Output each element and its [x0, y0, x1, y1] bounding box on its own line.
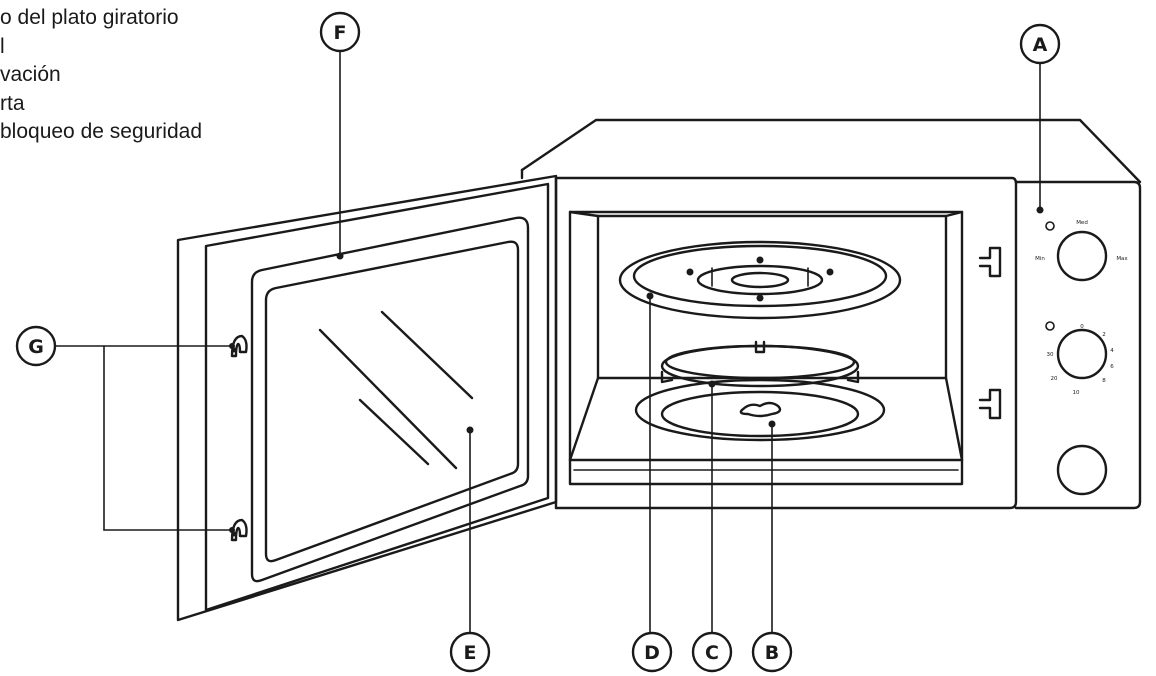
callout-label: E	[464, 642, 477, 664]
callout-label: D	[644, 642, 660, 664]
timer-label: 30	[1047, 352, 1054, 358]
roller-ring	[660, 340, 860, 388]
timer-label: 6	[1110, 364, 1114, 370]
callout-label: C	[705, 642, 719, 664]
callout-c: C	[691, 631, 733, 673]
parts-legend: o del plato giratorio l vación rta bloqu…	[0, 4, 202, 147]
timer-label: 8	[1102, 378, 1106, 384]
legend-item: l	[0, 34, 5, 58]
leader-lines	[55, 51, 1044, 635]
callout-e: E	[449, 631, 491, 673]
legend-item: vación	[0, 63, 61, 86]
power-label-med: Med	[1076, 220, 1088, 226]
door-latch-receivers	[978, 246, 1002, 420]
callout-label: F	[334, 22, 347, 44]
callout-b: B	[751, 631, 793, 673]
power-label-max: Max	[1116, 256, 1128, 262]
callout-label: B	[765, 642, 779, 664]
callout-label: G	[28, 336, 44, 358]
legend-item: o del plato giratorio	[0, 6, 179, 29]
callout-d: D	[631, 631, 673, 673]
control-panel: Med Min Max 0 2 4 6 8 10 20 30	[1035, 220, 1128, 496]
timer-label: 10	[1073, 390, 1080, 396]
glass-tray	[618, 240, 902, 320]
timer-label: 2	[1102, 332, 1106, 338]
callout-label: A	[1033, 34, 1048, 56]
timer-label: 20	[1051, 376, 1058, 382]
callout-f: F	[319, 11, 361, 53]
safety-interlock-hooks	[230, 334, 248, 542]
legend-item: rta	[0, 91, 25, 115]
callout-a: A	[1019, 23, 1061, 65]
door	[176, 174, 558, 622]
oven-cavity	[568, 210, 964, 486]
power-label-min: Min	[1035, 256, 1045, 262]
callout-g: G	[15, 325, 57, 367]
turntable-shaft	[634, 378, 886, 442]
timer-label: 0	[1080, 324, 1084, 330]
timer-label: 4	[1110, 348, 1114, 354]
legend-item: bloqueo de seguridad	[0, 120, 203, 143]
